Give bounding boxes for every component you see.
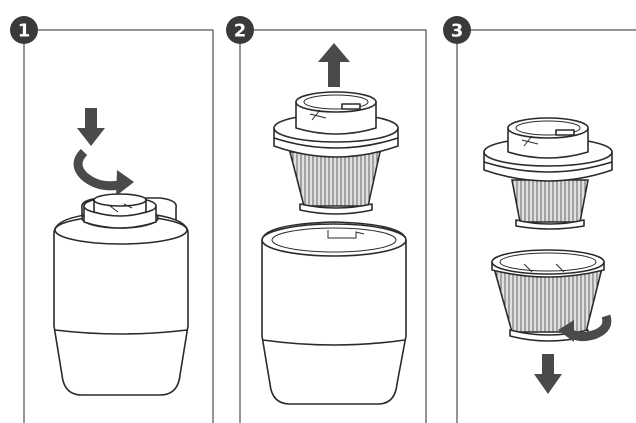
step-2-badge: 2 [226, 16, 254, 44]
filter-housing [484, 118, 612, 229]
step-1-number: 1 [18, 21, 31, 42]
step-2-number: 2 [234, 21, 247, 42]
step-3-panel: 3 [443, 16, 636, 423]
up-arrow-icon [318, 43, 350, 87]
step-1-badge: 1 [10, 16, 38, 44]
step-3-badge: 3 [443, 16, 471, 44]
outer-filter [492, 250, 604, 341]
step-1-panel: 1 [10, 16, 213, 423]
step-3-number: 3 [451, 21, 464, 42]
vacuum-body [54, 194, 188, 395]
step-2-panel: 2 [226, 16, 426, 423]
filter-assembly [274, 92, 398, 214]
twist-arrow-icon [78, 152, 134, 196]
vacuum-body-empty [262, 222, 406, 404]
down-arrow-icon [534, 354, 562, 394]
down-arrow-icon [77, 108, 105, 146]
